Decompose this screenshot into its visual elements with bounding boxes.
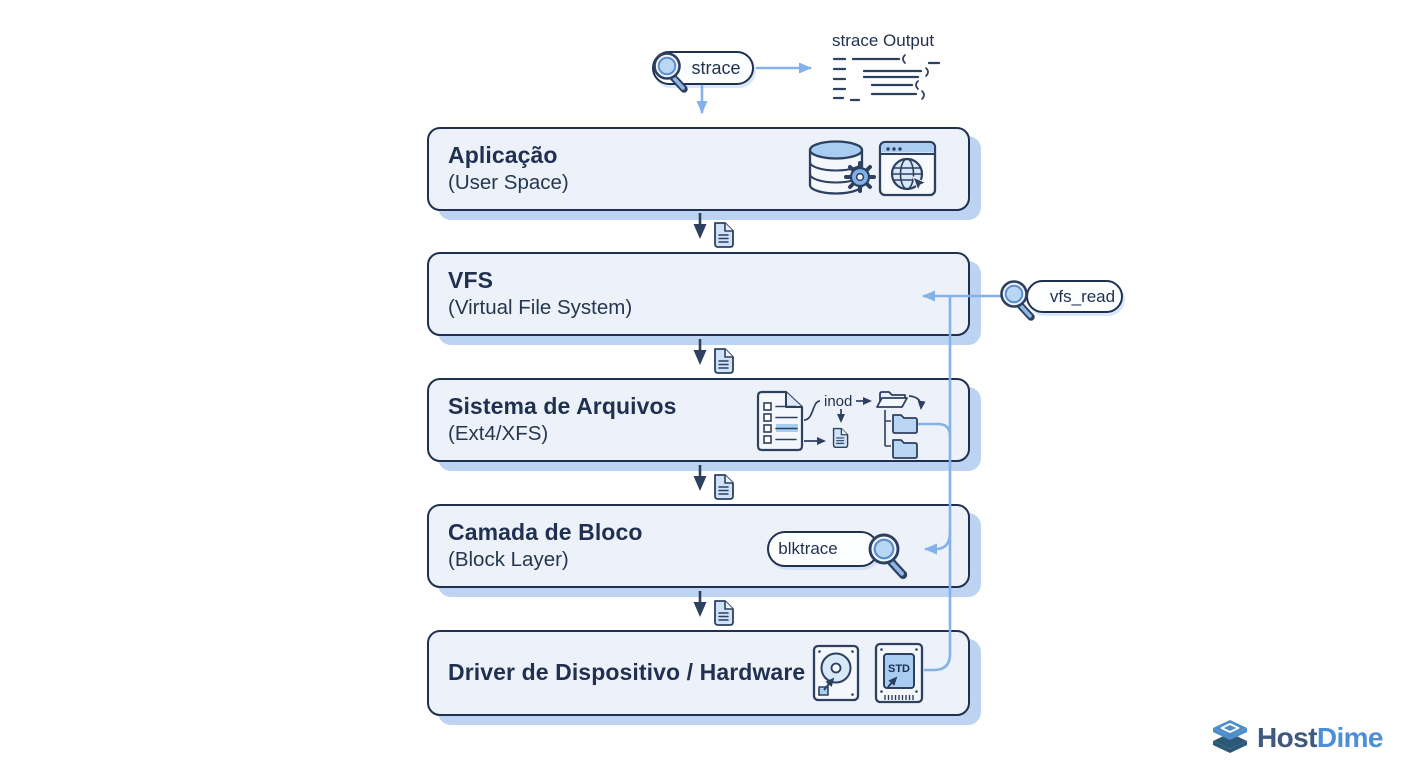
logo-text-dime: Dime: [1316, 721, 1384, 753]
trace-descender-line: [923, 294, 952, 672]
hostdime-logo: HostDime: [1211, 719, 1384, 756]
layer-title: VFS: [448, 267, 494, 294]
layer-title: Camada de Bloco: [448, 519, 643, 546]
vfs-read-pill-label: vfs_read: [1049, 286, 1116, 306]
blktrace-pill: blktrace: [767, 531, 879, 567]
layer-title: Sistema de Arquivos: [448, 393, 677, 420]
layer-subtitle: (Ext4/XFS): [448, 421, 549, 445]
logo-text-host: Host: [1257, 721, 1317, 753]
layer-subtitle: (Block Layer): [448, 547, 569, 571]
layer-title: Driver de Dispositivo / Hardware: [448, 659, 806, 686]
hostdime-logo-mark: [1213, 720, 1247, 753]
layer-box-vfs: VFS (Virtual File System): [427, 252, 970, 336]
layer-box-application: Aplicação (User Space): [427, 127, 970, 211]
layer-subtitle: (User Space): [448, 170, 569, 194]
layer-box-filesystem: Sistema de Arquivos (Ext4/XFS): [427, 378, 970, 462]
layer-box-driver-hardware: Driver de Dispositivo / Hardware: [427, 630, 970, 716]
strace-pill-label: strace: [691, 57, 741, 78]
hostdime-logo-text: HostDime: [1257, 720, 1384, 756]
strace-output-title: strace Output: [832, 31, 935, 50]
layer-box-block-layer: Camada de Bloco (Block Layer): [427, 504, 970, 588]
layer-subtitle: (Virtual File System): [448, 295, 633, 319]
vfs-read-pill: vfs_read: [1026, 280, 1123, 313]
layer-title: Aplicação: [448, 142, 558, 169]
inode-label: inod: [824, 393, 853, 410]
strace-pill: strace: [652, 51, 754, 85]
blktrace-pill-label: blktrace: [778, 539, 838, 558]
terminal-lines-icon: [832, 54, 941, 102]
